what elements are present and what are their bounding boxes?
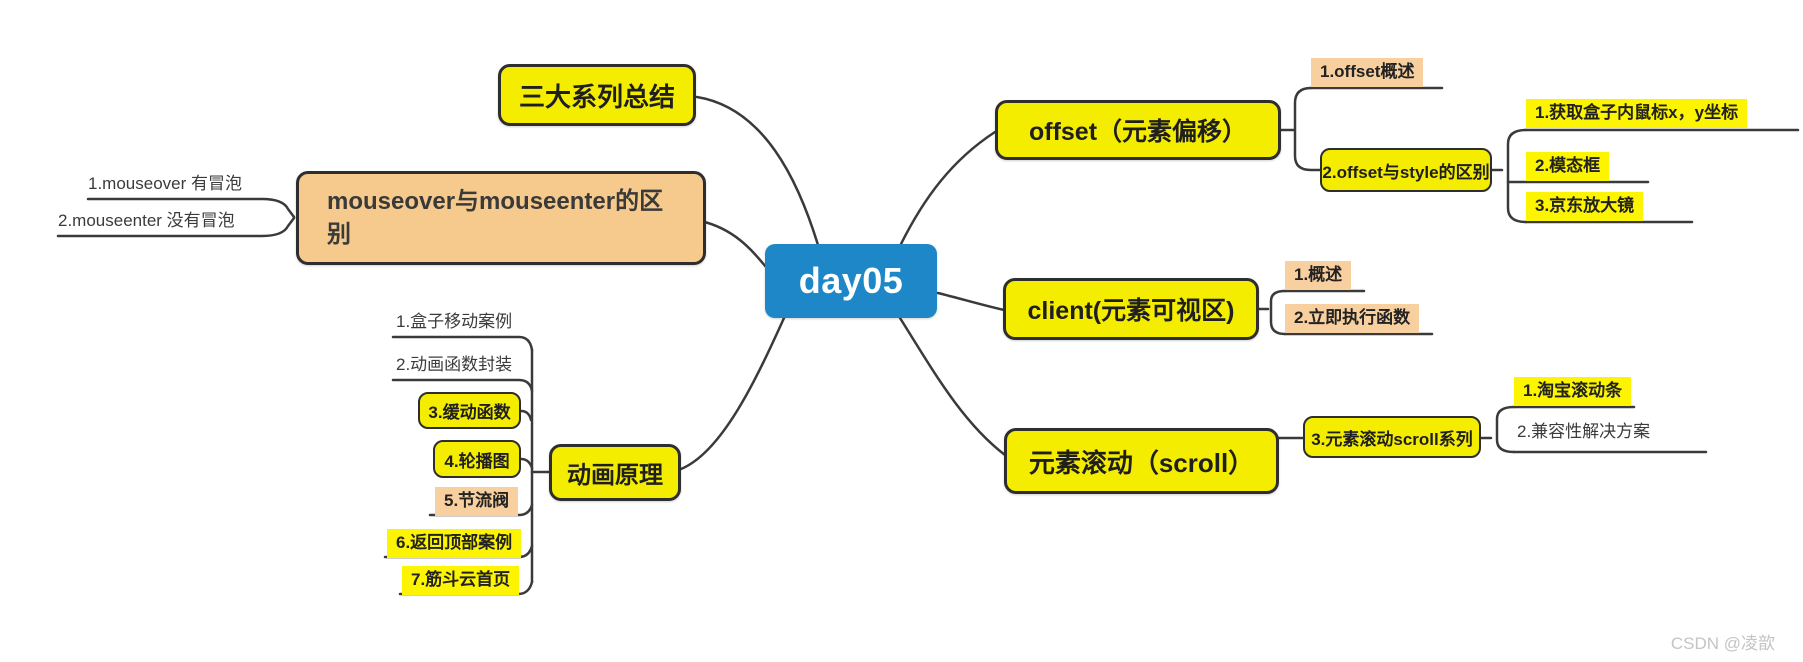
edge-anim-5 [428, 503, 534, 517]
client-child-overview[interactable]: 1.概述 [1285, 261, 1352, 291]
diff-child-modal[interactable]: 2.模态框 [1526, 152, 1610, 182]
anim-child-carousel[interactable]: 4.轮播图 [433, 440, 521, 478]
offset-bracket [1293, 86, 1323, 172]
anim-child-throttle[interactable]: 5.节流阀 [435, 487, 519, 517]
connector-group [56, 86, 1800, 596]
edge-mouse-child1 [86, 197, 296, 219]
diff-child-jd-zoom[interactable]: 3.京东放大镜 [1526, 192, 1644, 222]
edge-root-summary [695, 95, 820, 247]
anim-child-box-move[interactable]: 1.盒子移动案例 [396, 312, 513, 331]
edge-root-offset [899, 130, 997, 246]
anim-child-func-wrap[interactable]: 2.动画函数封装 [396, 355, 513, 374]
diff-bracket [1506, 128, 1528, 224]
branch-mouse[interactable]: mouseover与mouseenter的区别 [296, 171, 706, 265]
series-child-taobao[interactable]: 1.淘宝滚动条 [1514, 377, 1632, 407]
watermark: CSDN @凌歆 [1670, 634, 1775, 653]
client-bracket [1269, 289, 1287, 336]
edge-root-client [936, 291, 1006, 312]
edge-root-mouse [699, 219, 768, 269]
diff-child-mouse-xy[interactable]: 1.获取盒子内鼠标x，y坐标 [1526, 99, 1748, 129]
series-bracket [1495, 405, 1516, 454]
anim-child-easing[interactable]: 3.缓动函数 [418, 392, 521, 429]
root-node[interactable]: day05 [765, 244, 937, 318]
edge-root-animation [679, 316, 786, 471]
edge-mouse-child2 [56, 216, 296, 238]
client-child-iife[interactable]: 2.立即执行函数 [1285, 304, 1420, 334]
offset-child-diff[interactable]: 2.offset与style的区别 [1320, 148, 1492, 192]
offset-child-overview[interactable]: 1.offset概述 [1311, 58, 1424, 88]
edge-anim-4 [519, 457, 534, 470]
scroll-child-series[interactable]: 3.元素滚动scroll系列 [1303, 416, 1481, 458]
branch-scroll[interactable]: 元素滚动（scroll） [1004, 428, 1279, 494]
anim-child-cloud-nav[interactable]: 7.筋斗云首页 [402, 566, 520, 596]
branch-offset[interactable]: offset（元素偏移） [995, 100, 1281, 160]
edge-anim-2 [391, 378, 534, 393]
mouse-child-enter[interactable]: 2.mouseenter 没有冒泡 [58, 211, 235, 230]
edge-anim-3 [519, 409, 533, 422]
branch-client[interactable]: client(元素可视区) [1003, 278, 1259, 340]
branch-animation[interactable]: 动画原理 [549, 444, 681, 501]
series-child-compat[interactable]: 2.兼容性解决方案 [1517, 422, 1651, 441]
anim-child-back-top[interactable]: 6.返回顶部案例 [387, 529, 522, 559]
branch-summary[interactable]: 三大系列总结 [498, 64, 696, 126]
edge-anim-1 [391, 335, 534, 352]
mouse-child-over[interactable]: 1.mouseover 有冒泡 [88, 174, 242, 193]
edge-root-scroll [898, 316, 1007, 457]
